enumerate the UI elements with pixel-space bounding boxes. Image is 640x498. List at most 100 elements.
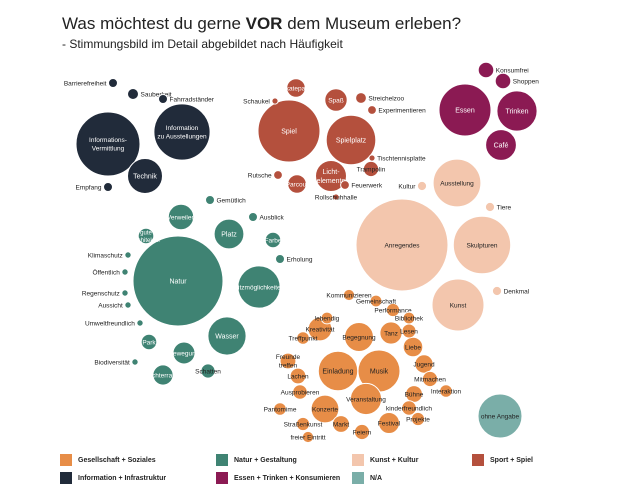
legend-swatch	[352, 472, 364, 484]
bubble-platz	[213, 218, 245, 250]
chart-title: Was möchtest du gerne VOR dem Museum erl…	[62, 14, 461, 34]
bubble-denkmal	[491, 285, 503, 297]
cluster-n-a: ohne Angabe	[477, 393, 523, 439]
bubble-label-aussicht: Aussicht	[98, 302, 123, 309]
bubble-jugend	[414, 354, 434, 374]
bubble-markt	[332, 415, 350, 433]
bubble-natur	[132, 235, 224, 327]
legend-swatch	[60, 454, 72, 466]
bubble-label-trampolin: Trampolin	[357, 166, 386, 173]
bubble-label-platz: Platz	[221, 231, 237, 238]
bubble-begegnung	[344, 322, 374, 352]
bubble-verweilen	[167, 203, 195, 231]
bubble-skulpturen	[452, 215, 512, 275]
bubble-gemeinschaft	[369, 294, 383, 308]
bubble-label-ausprobieren: Ausprobieren	[281, 389, 320, 396]
title-emphasis: VOR	[245, 14, 283, 33]
bubble-umweltfreundlich	[136, 319, 144, 327]
bubble-rollschuhhalle	[332, 193, 340, 201]
legend-swatch	[216, 454, 228, 466]
bubble-gemütlich	[205, 195, 215, 205]
cluster-gesellschaft-soziales: MusikEinladungVeranstaltungBegegnungKonz…	[264, 288, 462, 444]
bubble-label-bühne: Bühne	[405, 391, 424, 398]
cluster-natur-gestaltung: NaturSitzmöglichkeitenWasserPlatzVerweil…	[82, 195, 313, 386]
bubble-spielplatz	[325, 114, 377, 166]
bubble-licht-elemente	[315, 160, 347, 192]
bubble-konsumfrei	[477, 61, 495, 79]
legend-label: Natur + Gestaltung	[234, 456, 297, 464]
legend-item-gesellschaft: Gesellschaft + Soziales	[60, 454, 156, 466]
title-part: dem Museum erleben?	[282, 14, 462, 33]
bubble-ausstellung	[432, 158, 482, 208]
bubble-label-caf: Café	[494, 142, 509, 149]
bubble-label-konsumfrei: Konsumfrei	[496, 67, 529, 74]
bubble-label-licht-elemente: Licht-elemente	[317, 169, 346, 185]
bubble-schaukel	[271, 97, 279, 105]
bubble-label-projekte: Projekte	[406, 416, 430, 423]
bubble-label-regenschutz: Regenschutz	[82, 290, 120, 297]
legend-label: Sport + Spiel	[490, 456, 533, 464]
bubble-technik	[127, 158, 163, 194]
bubble-label-treffpunkt: Treffpunkt	[289, 335, 318, 342]
bubble-label-empfang: Empfang	[75, 184, 101, 191]
bubble-spaß	[324, 88, 348, 112]
bubble-kunst	[431, 278, 485, 332]
legend-item-sport: Sport + Spiel	[472, 454, 533, 466]
bubble-skatepark	[286, 78, 306, 98]
bubble-label-rutsche: Rutsche	[248, 172, 272, 179]
bubble-label-liebe: Liebe	[405, 344, 421, 351]
bubble-klimaschutz	[124, 251, 132, 259]
bubble-anregendes	[355, 198, 449, 292]
bubble-biodiversität	[131, 358, 139, 366]
legend-label: Kunst + Kultur	[370, 456, 419, 464]
bubble-label-fahrradständer: Fahrradständer	[170, 96, 215, 103]
bubble-label-trinken: Trinken	[505, 109, 528, 116]
bubble-label-biodiversität: Biodiversität	[94, 359, 130, 366]
bubble-label-streichelzoo: Streichelzoo	[368, 95, 404, 102]
bubble-kinderfreundlich	[401, 400, 417, 416]
bubble-label-markt: Markt	[333, 421, 349, 428]
bubble-label-festival: Festival	[378, 420, 401, 427]
bubble-ohne-angabe	[477, 393, 523, 439]
bubble-label-freier-eintritt: freier Eintritt	[290, 434, 325, 441]
bubble-label-konzerte: Konzerte	[312, 406, 338, 413]
legend-label: Essen + Trinken + Konsumieren	[234, 474, 341, 482]
bubble-label-bewegung: Bewegung	[169, 350, 200, 357]
bubble-freunde-treffen	[279, 352, 297, 370]
bubble-feuerwerk	[340, 180, 350, 190]
bubble-informations-vermittlung	[75, 111, 141, 177]
bubble-aussicht	[124, 301, 132, 309]
legend-swatch	[216, 472, 228, 484]
bubble-caf	[485, 129, 517, 161]
bubble-interaktion	[439, 384, 453, 398]
bubble-farbe	[264, 231, 282, 249]
bubble-label-einladung: Einladung	[322, 368, 353, 375]
bubble-shoppen	[494, 72, 512, 90]
bubble-label-bibliothek: Bibliothek	[395, 315, 424, 322]
bubble-label-skulpturen: Skulpturen	[466, 242, 497, 249]
bubble-performance	[385, 302, 401, 318]
bubble-pantomime	[273, 402, 287, 416]
cluster-sport-spiel: SpielSpielplatzLicht-elementeSpaßSkatepa…	[243, 78, 426, 201]
bubble-label-performance: Performance	[374, 307, 412, 314]
bubble-label-natur: Natur	[169, 278, 187, 285]
legend-label: Gesellschaft + Soziales	[78, 456, 156, 464]
bubble-sitzmöglichkeiten	[237, 265, 281, 309]
legend-item-na: N/A	[352, 472, 382, 484]
bubble-label-informations-vermittlung: Informations-Vermittlung	[89, 137, 127, 152]
bubble-lachen	[289, 367, 307, 385]
bubble-label-straßenkunst: Straßenkunst	[284, 421, 323, 428]
bubble-label-lesen: Lesen	[400, 328, 418, 335]
bubble-label-musik: Musik	[370, 368, 389, 375]
legend-label: N/A	[370, 474, 383, 482]
bubble-schatten	[200, 363, 216, 379]
bubble-label-anregendes: Anregendes	[384, 242, 420, 249]
bubble-parcour	[287, 174, 307, 194]
bubble-label-ausstellung: Ausstellung	[440, 180, 474, 187]
bubble-label-park: Park	[142, 339, 156, 346]
bubble-veranstaltung	[349, 382, 383, 416]
bubble-kommunizieren	[342, 288, 356, 302]
bubble-label-veranstaltung: Veranstaltung	[346, 396, 386, 403]
